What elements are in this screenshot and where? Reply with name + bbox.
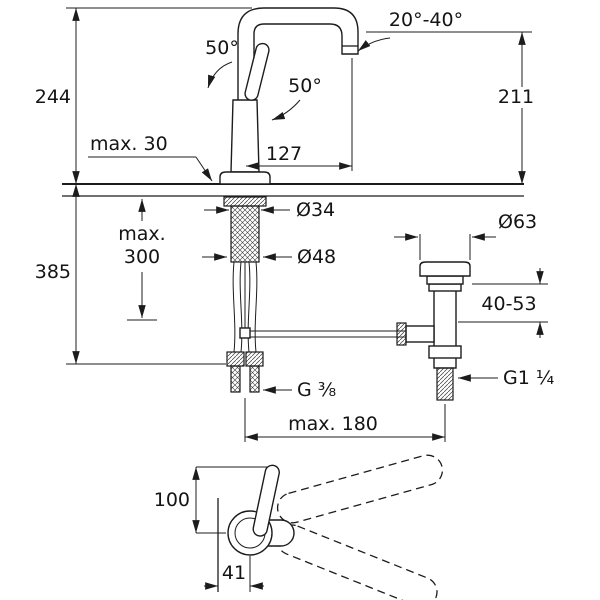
- dim-basin-thickness-40-53: 40-53: [458, 268, 548, 338]
- supply-hose: [239, 261, 243, 353]
- leader-arrow: [195, 156, 213, 182]
- label-hole-diameter: Ø48: [297, 246, 336, 268]
- hose-nut: [226, 351, 245, 367]
- supply-hose: [254, 261, 258, 353]
- label-hose-reach-1: max.: [118, 223, 165, 245]
- label-supply-thread: G ³⁄₈: [263, 379, 336, 401]
- waste-locknut: [428, 345, 462, 359]
- dim-shank-diameter-34: Ø34: [204, 199, 335, 221]
- supply-hose: [232, 261, 236, 353]
- dim-lever-angles: 50° 50°: [205, 37, 322, 121]
- label-shank-diameter: Ø34: [296, 199, 335, 221]
- rod-joint: [239, 327, 251, 339]
- dim-height-below-deck-385: 385: [35, 184, 226, 365]
- label-center-distance: max. 180: [288, 413, 378, 435]
- dim-swivel-range: 20°-40°: [357, 9, 463, 52]
- label-mask: [497, 87, 535, 108]
- label-spout-reach: 127: [266, 143, 302, 165]
- label-spout-height: 211: [498, 86, 534, 108]
- lever-handle: [244, 42, 270, 101]
- dim-center-distance-180: max. 180: [244, 398, 446, 442]
- clamp-knob: [396, 322, 407, 346]
- waste-seal: [428, 283, 462, 292]
- dim-flange-diameter-63: Ø63: [394, 211, 537, 260]
- rod-clamp: [405, 325, 435, 343]
- dim-lever-offset-41: 41: [204, 556, 264, 592]
- hose-nut: [245, 351, 264, 367]
- label-swivel-range: 20°-40°: [389, 9, 463, 31]
- label-lever-angle-front: 50°: [288, 75, 322, 97]
- label-basin-thickness: 40-53: [481, 293, 536, 315]
- dim-lever-height-100: 100: [154, 466, 268, 534]
- label-supply-connection: G ³⁄₈: [297, 379, 336, 401]
- label-waste-thread: G1 ¹⁄₄: [458, 367, 555, 389]
- lever-plan: [252, 464, 280, 537]
- hose-connector: [230, 365, 241, 393]
- dim-deck-thickness: max. 30: [88, 133, 213, 182]
- label-deck-thickness: max. 30: [90, 133, 168, 155]
- leader-arrow: [357, 37, 391, 52]
- label-lever-height: 100: [154, 489, 190, 511]
- label-lever-angle-side: 50°: [205, 37, 239, 59]
- label-overall-height: 244: [35, 86, 71, 108]
- dim-overall-height-244: 244: [35, 7, 252, 184]
- angle-arc-arrow: [271, 99, 301, 121]
- spout-swivel-position-lower: [276, 524, 438, 600]
- plan-view: [217, 454, 444, 600]
- threaded-shank: [230, 205, 260, 263]
- waste-tailpiece: [436, 367, 454, 401]
- mounting-washer: [223, 196, 267, 207]
- dim-spout-height-211: 211: [366, 31, 535, 184]
- angle-arc-arrow: [207, 61, 233, 89]
- label-flange-diameter: Ø63: [498, 211, 537, 233]
- label-height-below-deck: 385: [35, 261, 71, 283]
- faucet-front-view: [219, 7, 359, 185]
- under-deck-assembly: [223, 196, 406, 393]
- label-lever-offset: 41: [222, 562, 246, 584]
- mounting-deck: [62, 183, 524, 197]
- hose-connector: [249, 365, 260, 393]
- dim-hose-reach-max300: max. 300: [118, 199, 166, 321]
- waste-assembly: [396, 261, 471, 401]
- spout-swivel-position-upper: [276, 454, 444, 524]
- label-waste-connection: G1 ¹⁄₄: [503, 367, 555, 389]
- escutcheon: [219, 171, 271, 185]
- waste-flange: [419, 261, 471, 277]
- label-hose-reach-2: 300: [124, 246, 160, 268]
- dim-spout-reach-127: 127: [246, 58, 353, 171]
- dim-hole-diameter-48: Ø48: [202, 246, 336, 268]
- flange-step: [426, 275, 464, 285]
- faucet-body: [230, 99, 260, 173]
- supply-hose: [247, 261, 251, 353]
